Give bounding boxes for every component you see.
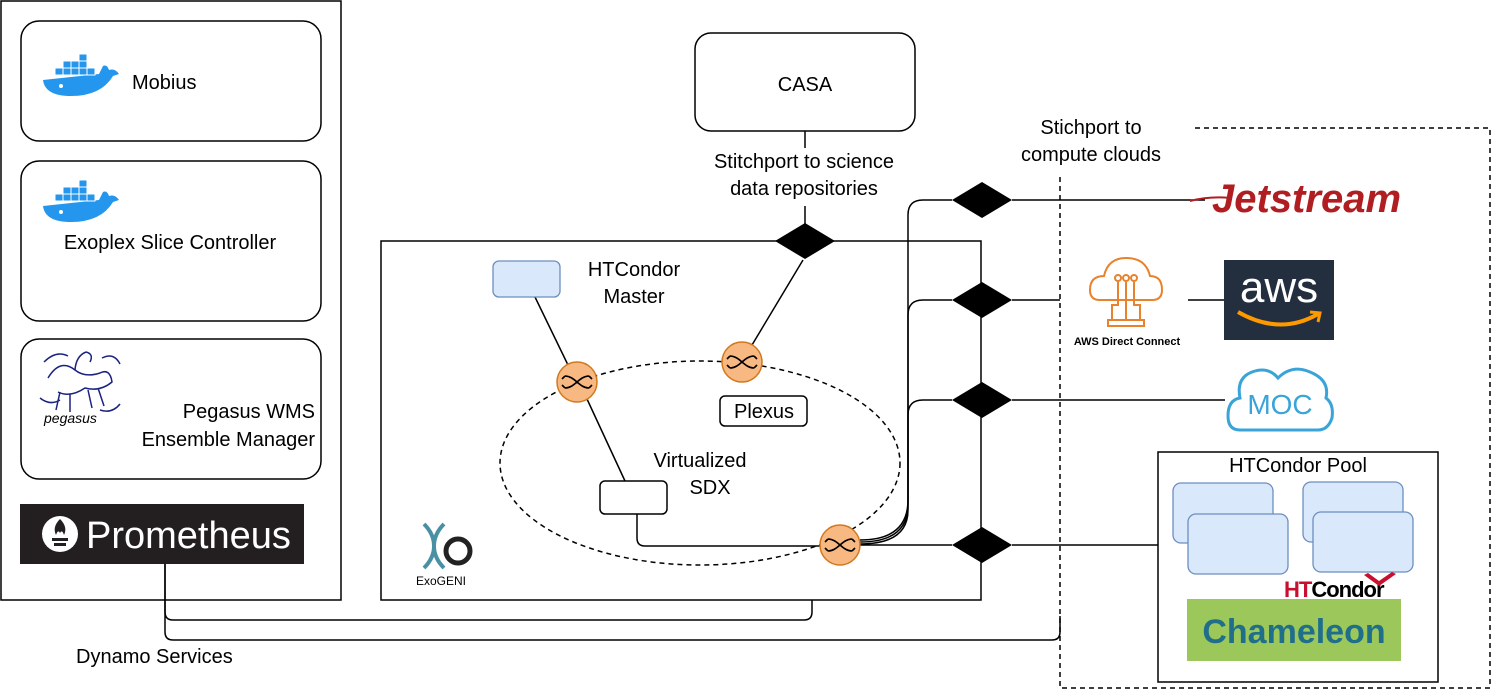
htcondor-worker-vm[interactable] (1312, 511, 1414, 573)
mobius-box[interactable] (20, 20, 322, 142)
dynamo-services-label: Dynamo Services (76, 646, 233, 668)
aws-logo[interactable] (1224, 260, 1334, 340)
stitchport-clouds-label-line2: compute clouds (1021, 144, 1161, 166)
htcondor-master-label-line2: Master (603, 286, 664, 308)
stitchport-diamond-aws (952, 282, 1012, 318)
switch-icon[interactable] (819, 524, 861, 566)
aws-label: aws (1240, 263, 1318, 312)
jetstream-label: Jetstream (1212, 177, 1401, 221)
sdx-label-line2: SDX (689, 477, 730, 499)
virtual-network-cloud (499, 360, 901, 566)
aws-smile-icon (1237, 310, 1320, 327)
exogeni-logo-icon (422, 522, 473, 570)
exogeni-logo-text: ExoGENI (416, 574, 466, 588)
stitchport-clouds-label-line1: Stichport to (1040, 117, 1141, 139)
stitchport-diamond-jetstream (952, 182, 1012, 218)
stitchport-diamond-htcondor-pool (952, 527, 1012, 563)
switch-icon[interactable] (556, 361, 598, 403)
plexus-box[interactable] (719, 395, 808, 427)
stitchport-clouds-label-bg (1000, 112, 1195, 174)
htcondor-master-vm[interactable] (492, 260, 561, 298)
plexus-label: Plexus (734, 401, 794, 423)
prometheus-label: Prometheus (86, 515, 291, 557)
casa-box[interactable] (694, 32, 916, 132)
htcondor-check-icon (1364, 572, 1396, 586)
exogeni-box (380, 240, 982, 601)
stitchport-science-label-line2: data repositories (730, 178, 878, 200)
sdx-box[interactable] (599, 480, 668, 515)
aws-arrow-icon (1309, 310, 1322, 323)
chameleon-logo[interactable] (1187, 599, 1401, 661)
moc-label: MOC (1247, 389, 1312, 420)
jetstream-logo[interactable]: Jetstream (1189, 177, 1401, 221)
aws-direct-connect-label: AWS Direct Connect (1074, 336, 1181, 348)
exoplex-label: Exoplex Slice Controller (64, 232, 277, 254)
switch-icon[interactable] (721, 341, 763, 383)
casa-label: CASA (778, 74, 833, 96)
pegasus-horse-icon (39, 351, 121, 412)
sdx-label-line1: Virtualized (653, 450, 746, 472)
dynamo-services-panel (0, 0, 342, 601)
aws-direct-connect-icon[interactable] (1088, 256, 1164, 327)
pegasus-label-line2: Ensemble Manager (142, 429, 316, 451)
prometheus-flame-icon (42, 516, 78, 552)
htcondor-logo: HTCondor (1284, 577, 1385, 602)
mobius-label: Mobius (132, 72, 196, 94)
pegasus-logo-text: pegasus (43, 410, 97, 426)
moc-cloud-logo[interactable]: MOC (1226, 367, 1334, 432)
pegasus-label-line1: Pegasus WMS (183, 401, 315, 423)
stitchport-science-label-line1: Stitchport to science (714, 151, 894, 173)
stitchport-diamond-casa (775, 223, 835, 259)
stitchport-diamond-moc (952, 382, 1012, 418)
htcondor-logo-ht: HT (1284, 577, 1313, 602)
connectors (164, 131, 1225, 641)
htcondor-worker-vm[interactable] (1187, 513, 1289, 575)
htcondor-pool-label: HTCondor Pool (1229, 455, 1367, 477)
htcondor-master-label-line1: HTCondor (588, 259, 681, 281)
chameleon-label: Chameleon (1202, 613, 1385, 651)
